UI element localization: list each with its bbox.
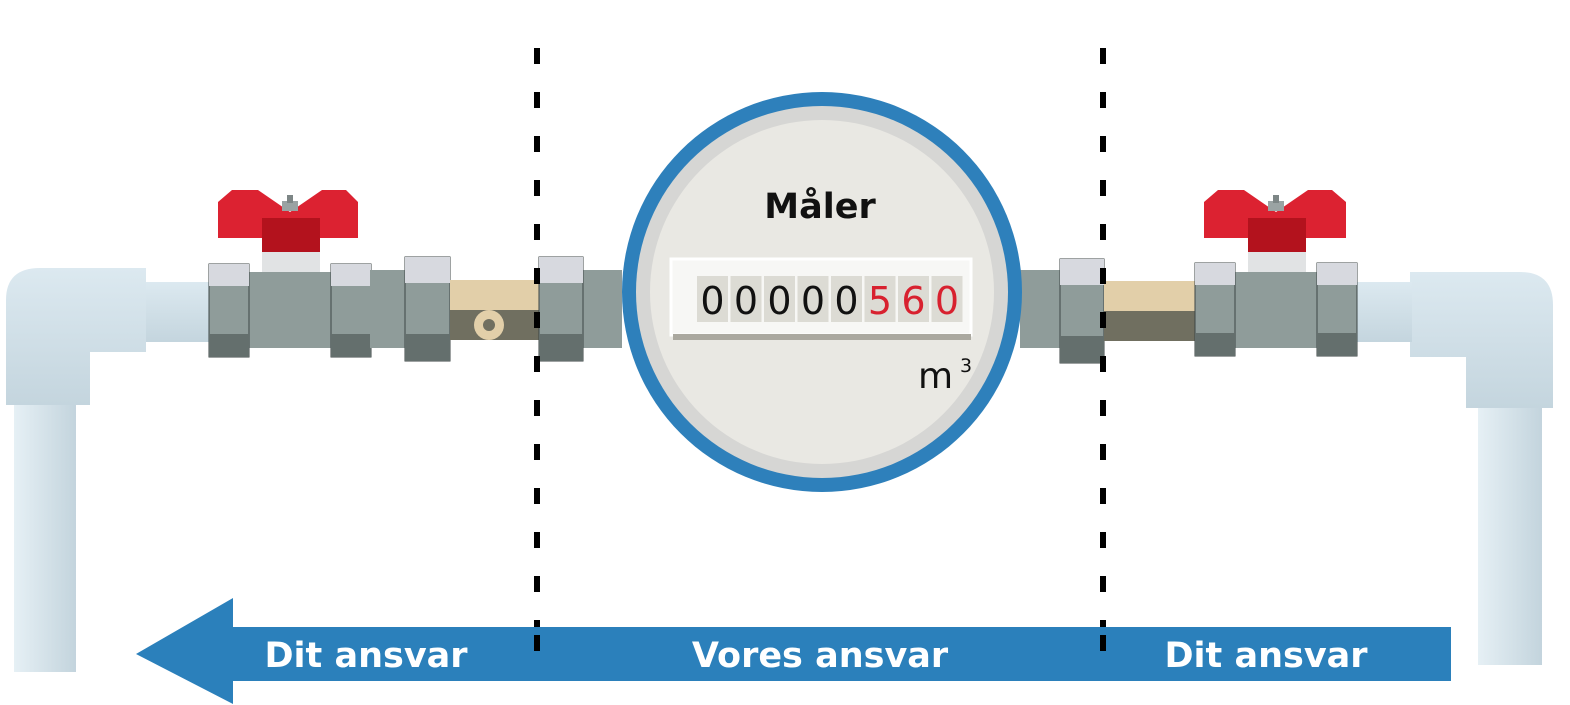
arrow-left-icon: [136, 598, 1451, 704]
right-valve-assembly: [1104, 190, 1358, 357]
meter-digit: 0: [767, 279, 791, 323]
right-elbow-pipe: [1354, 272, 1553, 665]
digit-cell: [697, 276, 728, 322]
label-center-responsibility: Vores ansvar: [692, 636, 949, 676]
digit-cell: [730, 276, 762, 322]
meter-title: Måler: [764, 186, 876, 227]
meter-digit: 5: [868, 279, 892, 323]
meter-digit: 0: [935, 279, 959, 323]
left-elbow-pipe: [6, 268, 212, 672]
digit-cell: [764, 276, 795, 322]
meter-digit: 0: [801, 279, 825, 323]
meter-digit: 0: [834, 279, 858, 323]
label-right-responsibility: Dit ansvar: [1164, 636, 1368, 676]
meter-left-connector: [538, 256, 622, 362]
meter-right-connector: [1020, 258, 1105, 364]
meter-digit: 6: [901, 279, 925, 323]
meter-digit: 0: [734, 279, 758, 323]
label-left-responsibility: Dit ansvar: [264, 636, 468, 676]
unit-label: m: [918, 356, 953, 397]
left-valve-assembly: [208, 190, 540, 362]
valve-icon: [1204, 190, 1346, 272]
digit-cell: [831, 276, 862, 322]
digit-cell: [931, 276, 963, 322]
digit-cell: [898, 276, 929, 322]
meter-digit: 0: [700, 279, 724, 323]
valve-icon: [218, 190, 358, 272]
digit-cell: [864, 276, 896, 322]
digit-cell: [797, 276, 829, 322]
unit-exponent: 3: [960, 355, 972, 377]
